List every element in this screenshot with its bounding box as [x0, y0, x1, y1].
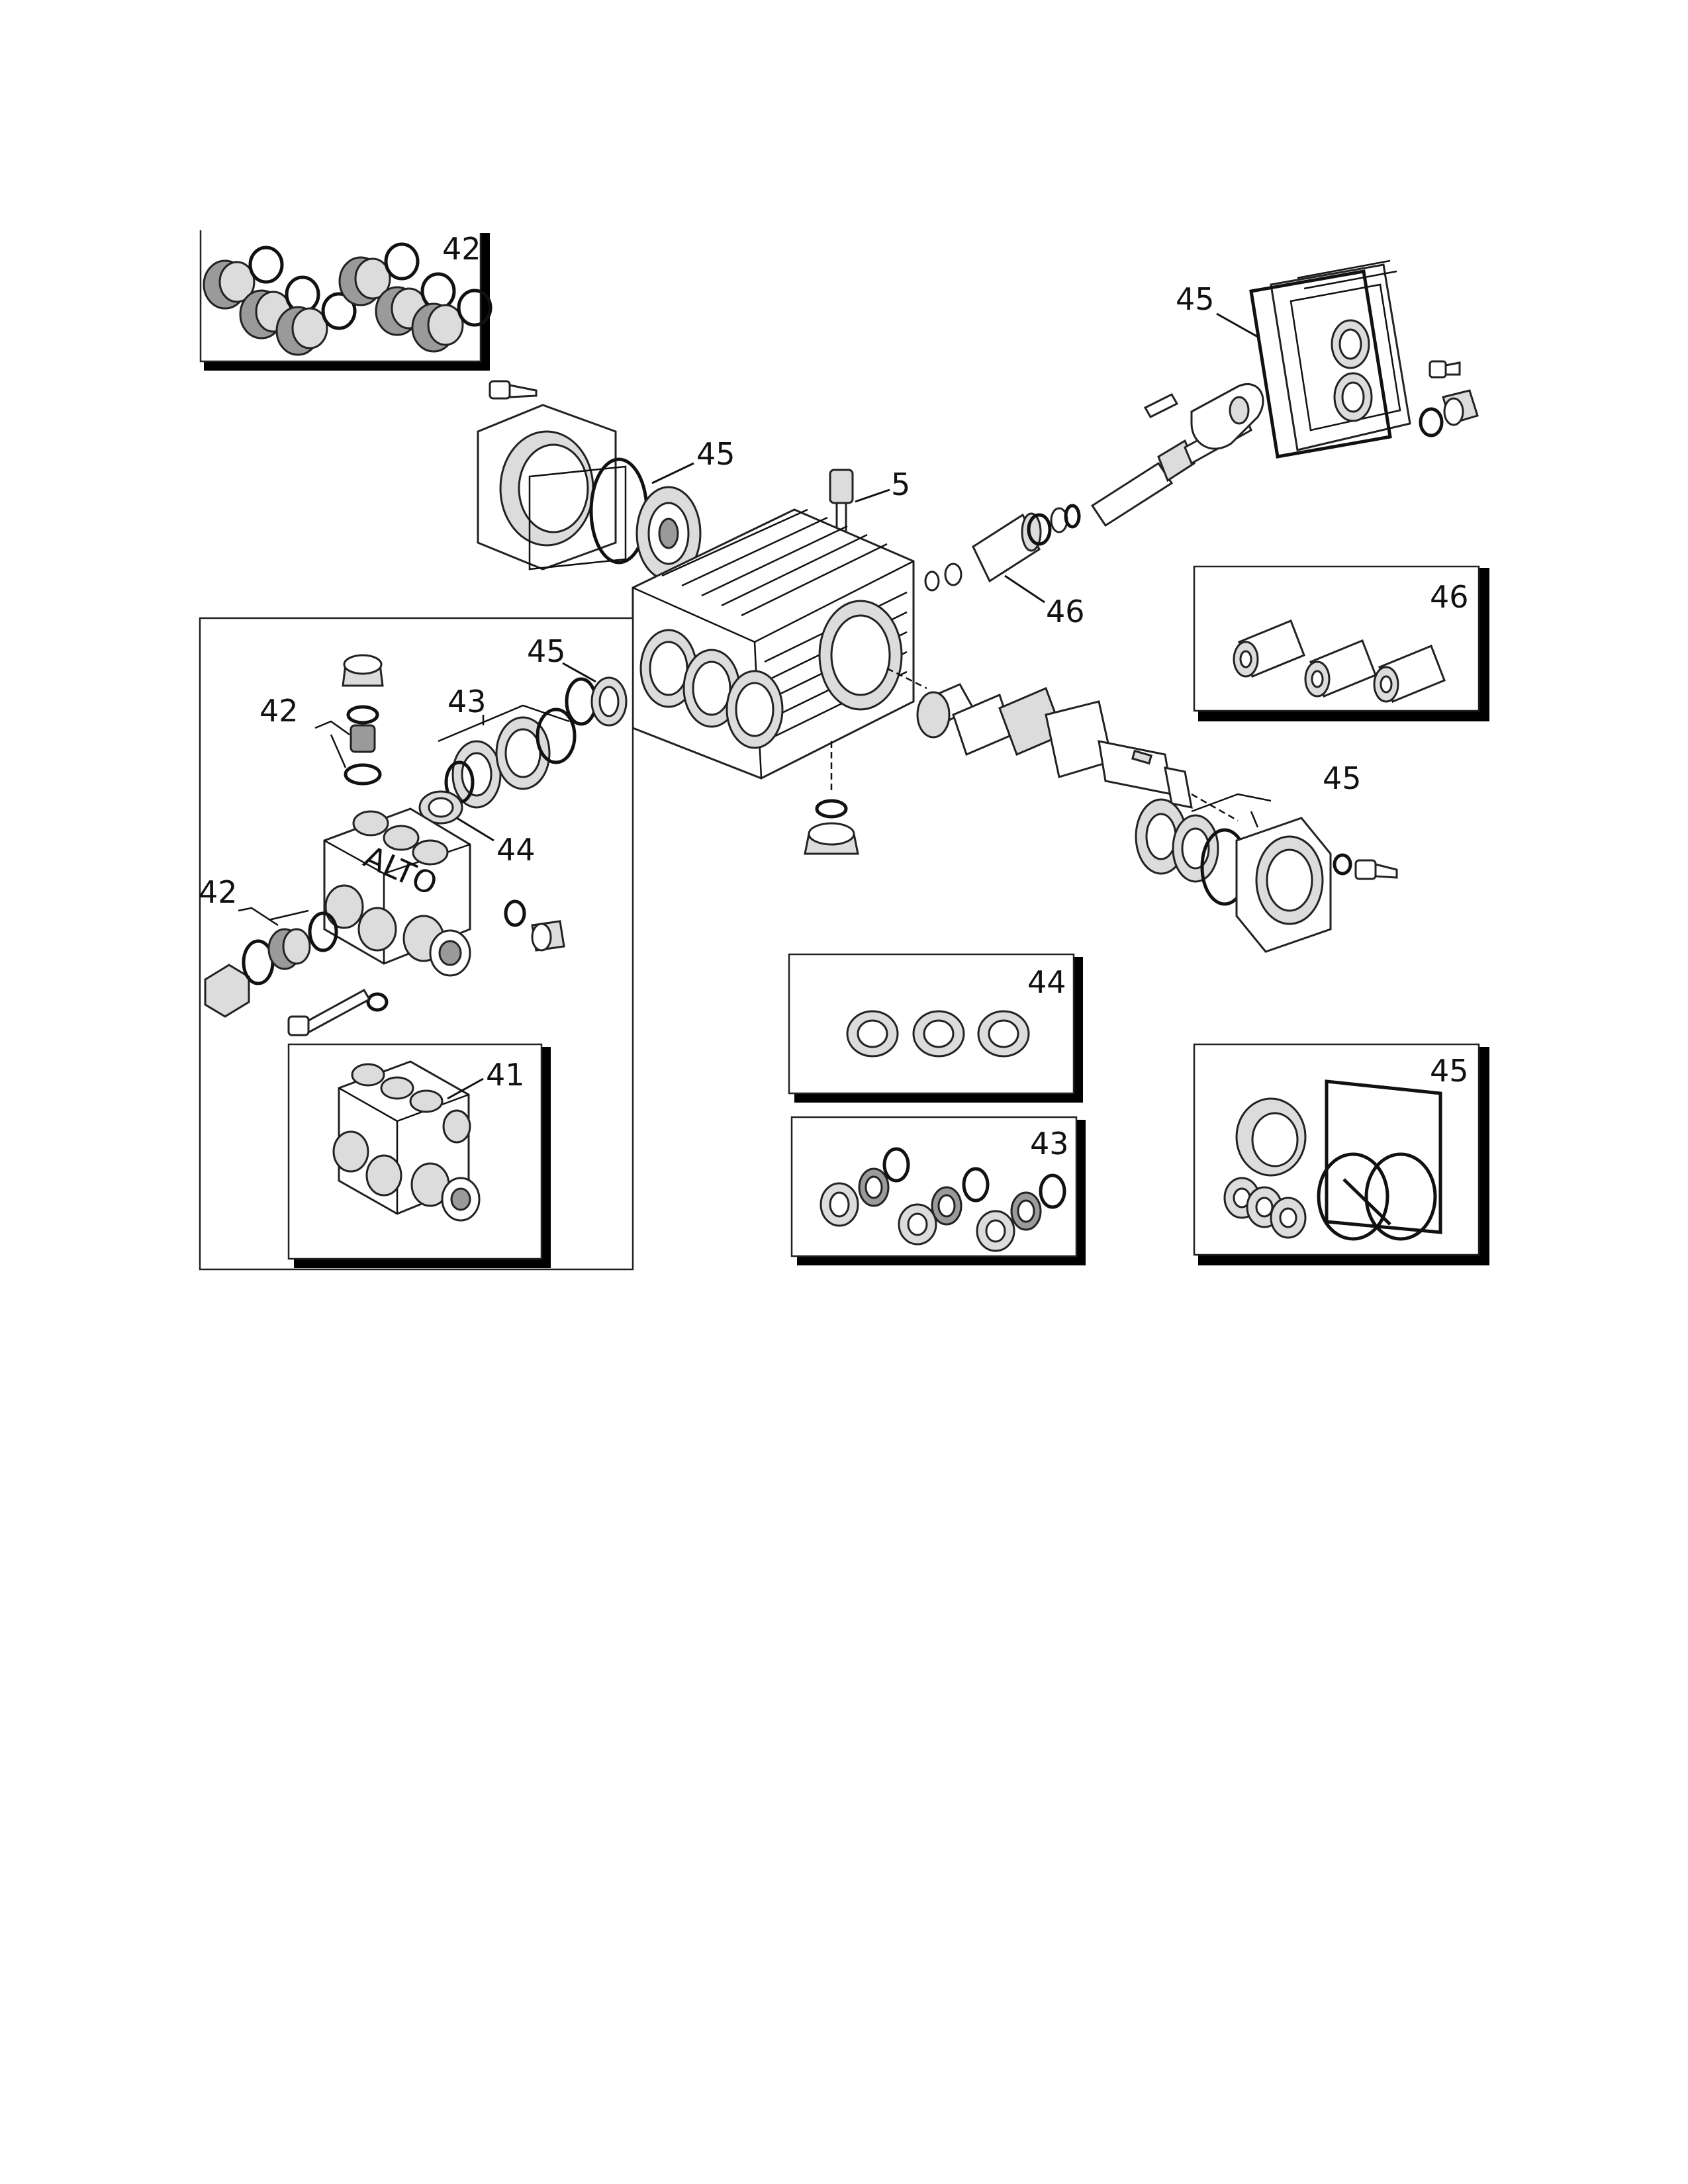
- kit-box-manifold: 41: [287, 1043, 551, 1268]
- kit-box-packing: 43: [790, 1116, 1086, 1265]
- connecting-rod: [1090, 383, 1264, 527]
- hex-plug-icon: [204, 964, 250, 1018]
- conrod-icon: [1190, 383, 1264, 450]
- callout-left-box-valve-side: 42: [199, 874, 238, 910]
- callout-kit-pistons: 46: [1430, 579, 1469, 615]
- seal-stack: 45: [527, 633, 628, 727]
- kit-box-pistons: 46: [1193, 565, 1489, 721]
- bolt-icon: [489, 380, 538, 400]
- packing-set-3: [976, 1173, 1066, 1252]
- piston-sleeve-3: [1373, 645, 1446, 703]
- manifold-head: ALTO: [323, 807, 471, 977]
- kit-box-valves-top-left: 42: [199, 230, 492, 371]
- seal-housing-icon: [1235, 1097, 1307, 1177]
- callout-top-left-kit: 42: [442, 231, 481, 267]
- rear-cover-assembly: 45: [1176, 259, 1479, 459]
- cover-fins: [1297, 259, 1397, 290]
- packing-set-2: [898, 1167, 990, 1246]
- callout-left-box-packing: 43: [447, 684, 487, 719]
- manifold-box: 45 43 42: [199, 617, 634, 1271]
- cylinder-bores: [639, 629, 784, 749]
- callout-oil-dipstick: 5: [891, 467, 910, 502]
- callout-top-right-cover: 45: [1176, 281, 1215, 317]
- plug-icon: [1442, 389, 1479, 426]
- cap-icon: [342, 654, 384, 687]
- callout-left-box-valve-top: 42: [259, 693, 299, 729]
- bearing-icon: [635, 486, 702, 581]
- callout-pistons: 46: [1046, 594, 1085, 629]
- side-plug-icon: [531, 920, 565, 952]
- retainer: 44: [418, 790, 536, 868]
- piston-sleeve-1: [1233, 619, 1305, 678]
- retainer-ring-1: [846, 1010, 899, 1058]
- callout-left-box-retainer: 44: [496, 832, 536, 868]
- crankshaft: [916, 683, 1239, 822]
- kit-box-seals: 45: [1193, 1043, 1489, 1265]
- piston-icon: [972, 512, 1042, 583]
- flange-bolt-icon: [1354, 859, 1398, 880]
- callout-kit-packing: 43: [1030, 1126, 1069, 1161]
- valve-top: 42: [259, 654, 384, 786]
- callout-kit-retainers: 44: [1027, 964, 1066, 1000]
- drain-plug: [804, 799, 859, 855]
- pump-crankcase: [632, 508, 927, 794]
- kit-box-retainers: 44: [788, 953, 1083, 1103]
- crankshaft-bore: [818, 600, 903, 711]
- long-bolt-icon: [287, 988, 371, 1036]
- right-flange-assembly: 45: [1135, 760, 1398, 953]
- valve-side: 42: [199, 874, 338, 1018]
- callout-manifold-kit: 41: [486, 1057, 525, 1093]
- valve-group-left: [203, 246, 357, 356]
- retainer-ring-3: [977, 1010, 1030, 1058]
- screw-icon: [1429, 360, 1461, 379]
- callout-right-bearing: 45: [1323, 760, 1362, 796]
- valve-group-right: [338, 242, 492, 353]
- retainer-ring-2: [912, 1010, 965, 1058]
- piston-assembly: 46: [924, 504, 1085, 629]
- packing-set-1: [820, 1147, 910, 1227]
- callout-left-box-seals: 45: [527, 633, 566, 669]
- callout-left-bearing: 45: [696, 436, 735, 472]
- left-flange-assembly: 45: [477, 380, 735, 581]
- callout-kit-seals: 45: [1430, 1053, 1469, 1089]
